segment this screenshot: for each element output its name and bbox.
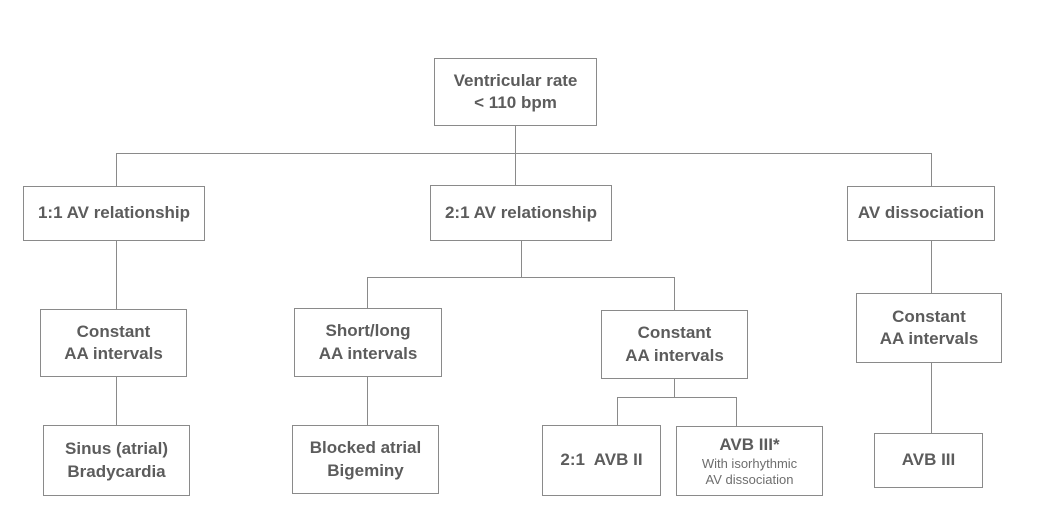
node-av-dissociation: AV dissociation [847,186,995,241]
node-label: AVB III [901,450,956,470]
connector-main-center-drop [515,153,516,185]
node-1to1-av-relationship: 1:1 AV relationship [23,186,205,241]
node-label: < 110 bpm [474,93,557,112]
node-label: 2:1 AVB II [560,450,643,470]
connector-constantright-to-avb3 [931,363,932,433]
node-avb-iii-isorhythmic: AVB III* With isorhythmic AV dissociatio… [676,426,823,496]
node-label: AA intervals [64,344,163,363]
node-sinus-atrial-bradycardia: Sinus (atrial) Bradycardia [43,425,190,496]
connector-constant-to-sinus [116,377,117,425]
connector-branch3-horizontal [617,397,737,398]
connector-main-right-drop [931,153,932,186]
node-sublabel: AV dissociation [705,472,794,488]
node-label: AA intervals [625,345,724,365]
node-2to1-av-relationship: 2:1 AV relationship [430,185,612,241]
connector-constantmid-down [674,379,675,397]
node-blocked-atrial-bigeminy: Blocked atrial Bigeminy [292,425,439,494]
connector-shortlong-to-blocked [367,377,368,425]
connector-main-left-drop [116,153,117,186]
node-constant-aa-intervals-right: Constant AA intervals [856,293,1002,363]
node-ventricular-rate: Ventricular rate < 110 bpm [434,58,597,126]
node-label: Bradycardia [67,461,166,481]
node-label: Bigeminy [327,460,404,480]
connector-branch3-right-drop [736,397,737,426]
node-label: Constant [637,323,712,343]
connector-branch2-horizontal [367,277,674,278]
node-2to1-avb-ii: 2:1 AVB II [542,425,661,496]
node-label: Constant [892,306,966,326]
node-constant-aa-intervals-left: Constant AA intervals [40,309,187,377]
node-label: 2:1 AV relationship [444,202,598,222]
connector-branch3-left-drop [617,397,618,425]
connector-2to1-down [521,241,522,277]
node-short-long-aa-intervals: Short/long AA intervals [294,308,442,377]
connector-main-horizontal [116,153,932,154]
connector-avdiss-to-constant [931,241,932,293]
node-label: Constant [76,321,151,341]
connector-root-down [515,126,516,153]
connector-1to1-to-constant [116,241,117,309]
connector-branch2-right-drop [674,277,675,310]
node-label: AA intervals [318,343,418,363]
connector-branch2-left-drop [367,277,368,308]
node-label: AA intervals [879,329,979,348]
node-label: Short/long [325,321,411,341]
node-label: AV dissociation [857,203,985,223]
node-label: Ventricular rate [453,70,578,90]
node-label: AVB III* [719,434,780,454]
node-label: Blocked atrial [309,438,422,458]
node-sublabel: With isorhythmic [701,456,798,472]
node-avb-iii: AVB III [874,433,983,488]
node-label: 1:1 AV relationship [37,203,191,223]
node-constant-aa-intervals-mid: Constant AA intervals [601,310,748,379]
node-label: Sinus (atrial) [65,439,168,459]
